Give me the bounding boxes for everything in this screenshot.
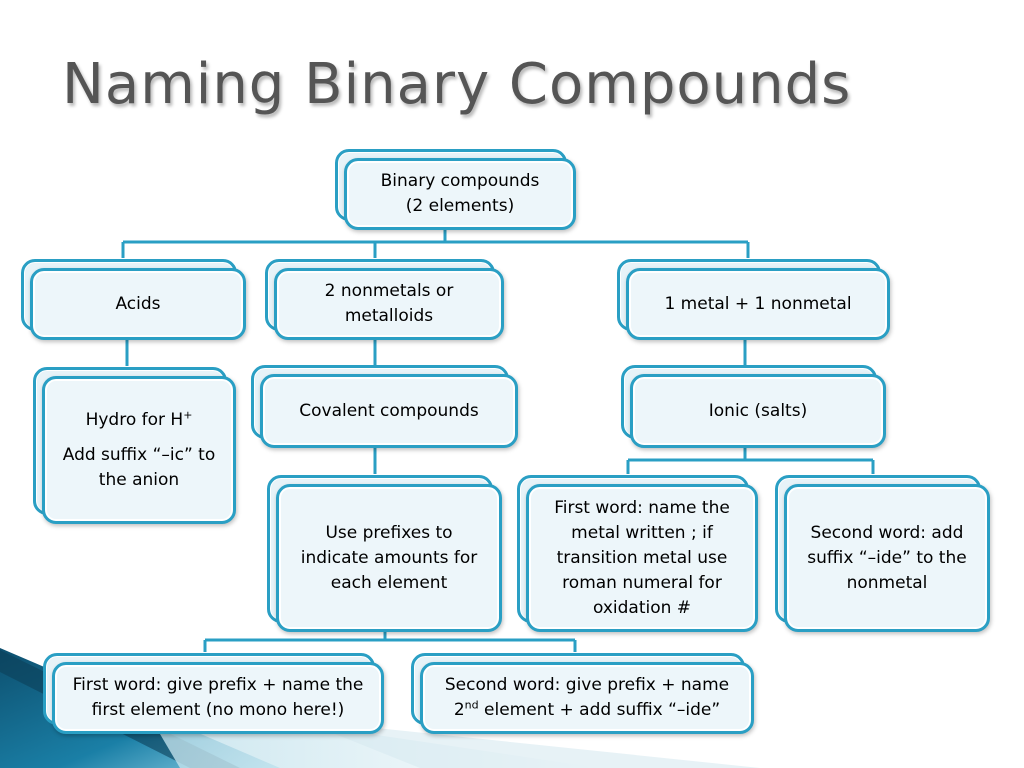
node-ionic-first-line1: First word: name the	[554, 497, 730, 518]
node-cov-second-line2: 2nd element + add suffix “–ide”	[453, 698, 721, 720]
node-acids-detail-line1: Hydro for H+	[85, 407, 193, 430]
node-nonmetals-line2: metalloids	[344, 306, 434, 326]
node-ionic-first-line5: oxidation #	[592, 597, 692, 618]
node-ionic-second-word: Second word: add suffix “–ide” to the no…	[775, 475, 990, 632]
node-ionic-label: Ionic (salts)	[708, 400, 808, 421]
node-acids-detail-line3: the anion	[98, 469, 180, 490]
node-prefixes-line3: each element	[330, 572, 448, 593]
node-ionic-second-line2: suffix “–ide” to the	[807, 547, 967, 568]
node-covalent: Covalent compounds	[251, 365, 518, 448]
node-covalent-first-word: First word: give prefix + name the first…	[43, 653, 384, 734]
ordinal-sup: nd	[464, 698, 479, 712]
node-ionic-first-line2: metal written ; if	[571, 522, 713, 543]
node-cov-first-line1: First word: give prefix + name the	[72, 675, 364, 695]
node-binary-compounds-line2: (2 elements)	[405, 196, 515, 216]
node-ionic-second-line3: nonmetal	[846, 572, 928, 593]
node-cov-second-line1: Second word: give prefix + name	[444, 675, 730, 695]
node-acids: Acids	[21, 259, 246, 340]
node-acids-detail: Hydro for H+ Add suffix “–ic” to the ani…	[33, 367, 236, 524]
slide-title: Naming Binary Compounds	[62, 52, 852, 117]
hydrogen-charge-sup: +	[183, 407, 193, 421]
node-nonmetals-line1: 2 nonmetals or	[324, 281, 454, 301]
node-cov-first-line2: first element (no mono here!)	[91, 700, 345, 720]
node-nonmetals: 2 nonmetals or metalloids	[265, 259, 504, 340]
node-acids-label: Acids	[115, 293, 161, 314]
node-covalent-second-word: Second word: give prefix + name 2nd elem…	[411, 653, 754, 734]
node-ionic: Ionic (salts)	[621, 365, 886, 448]
node-binary-compounds: Binary compounds (2 elements)	[335, 149, 576, 230]
node-ionic-first-word: First word: name the metal written ; if …	[517, 475, 758, 632]
node-metal-nonmetal: 1 metal + 1 nonmetal	[617, 259, 890, 340]
node-covalent-label: Covalent compounds	[299, 400, 479, 421]
node-ionic-second-line1: Second word: add	[810, 522, 964, 543]
node-prefixes-line2: indicate amounts for	[300, 547, 478, 568]
node-acids-detail-line2: Add suffix “–ic” to	[62, 444, 216, 465]
node-metal-nonmetal-label: 1 metal + 1 nonmetal	[664, 293, 852, 314]
node-binary-compounds-line1: Binary compounds	[380, 171, 540, 191]
node-prefixes: Use prefixes to indicate amounts for eac…	[267, 475, 502, 632]
node-prefixes-line1: Use prefixes to	[325, 522, 453, 543]
node-ionic-first-line3: transition metal use	[556, 547, 728, 568]
node-ionic-first-line4: roman numeral for	[562, 572, 722, 593]
